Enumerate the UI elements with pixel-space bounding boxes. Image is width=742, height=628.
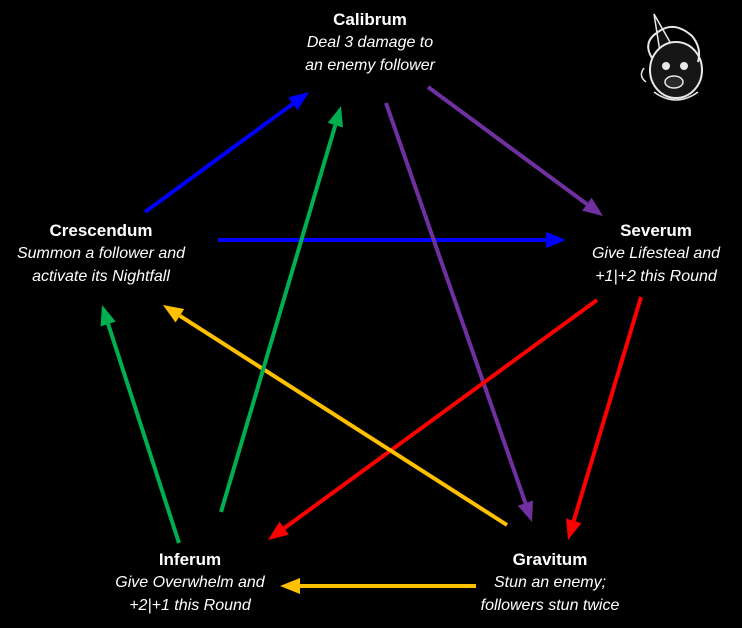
arrow-inferum-to-calibrum [219, 124, 338, 513]
node-severum: Severum Give Lifesteal and +1|+2 this Ro… [570, 220, 742, 288]
node-gravitum-desc-line2: followers stun twice [480, 597, 620, 614]
node-crescendum: Crescendum Summon a follower and activat… [0, 220, 202, 288]
node-calibrum: Calibrum Deal 3 damage to an enemy follo… [270, 9, 470, 77]
node-calibrum-desc-line1: Deal 3 damage to [306, 34, 434, 51]
arrowhead-calibrum-to-gravitum [517, 500, 533, 522]
arrowhead-gravitum-to-crescendum [163, 305, 185, 323]
node-gravitum-desc-line1: Stun an enemy; [493, 574, 607, 591]
arrowhead-inferum-to-calibrum [327, 106, 344, 128]
arrowhead-severum-to-gravitum [566, 518, 582, 540]
node-inferum: Inferum Give Overwhelm and +2|+1 this Ro… [90, 549, 290, 617]
arrowhead-crescendum-to-severum [546, 232, 566, 248]
node-inferum-desc-line1: Give Overwhelm and [115, 574, 265, 591]
arrow-severum-to-gravitum [571, 296, 643, 522]
poro-icon [636, 12, 706, 108]
node-calibrum-name: Calibrum [333, 10, 407, 29]
node-inferum-desc-line2: +2|+1 this Round [129, 597, 251, 614]
node-crescendum-name: Crescendum [49, 221, 153, 240]
node-calibrum-desc-line2: an enemy follower [305, 57, 435, 74]
node-gravitum: Gravitum Stun an enemy; followers stun t… [460, 549, 640, 617]
node-severum-name: Severum [620, 221, 692, 240]
arrow-inferum-to-crescendum [106, 323, 181, 544]
arrow-calibrum-to-severum [426, 85, 589, 206]
arrowhead-inferum-to-crescendum [100, 305, 116, 327]
arrow-crescendum-to-calibrum [143, 102, 295, 214]
arrow-gravitum-to-crescendum [178, 314, 509, 527]
node-gravitum-name: Gravitum [512, 550, 588, 569]
arrowhead-gravitum-to-inferum [280, 578, 300, 594]
arrowhead-crescendum-to-calibrum [288, 92, 309, 111]
node-severum-desc-line2: +1|+2 this Round [595, 268, 717, 285]
arrowhead-calibrum-to-severum [582, 197, 603, 216]
node-crescendum-desc-line1: Summon a follower and [16, 245, 186, 262]
arrow-calibrum-to-gravitum [384, 102, 528, 504]
node-inferum-name: Inferum [158, 550, 222, 569]
node-crescendum-desc-line2: activate its Nightfall [32, 268, 170, 285]
node-severum-desc-line1: Give Lifesteal and [591, 245, 721, 262]
arrow-severum-to-inferum [282, 298, 599, 530]
arrowhead-severum-to-inferum [268, 521, 289, 540]
